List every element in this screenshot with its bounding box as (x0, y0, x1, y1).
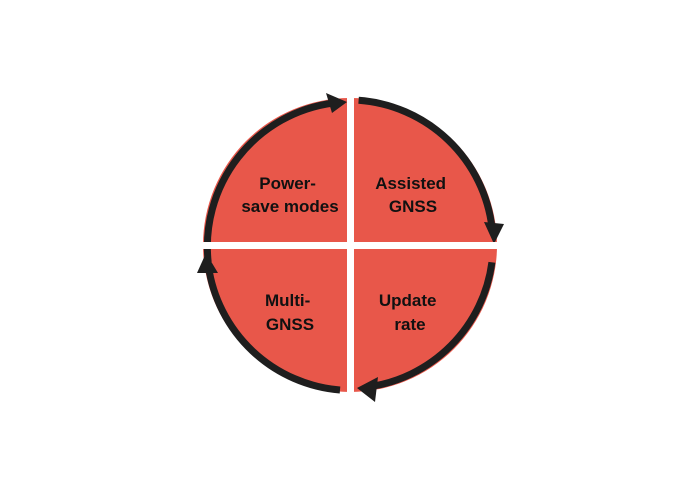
label-multi-gnss-line-1: Multi- (265, 291, 310, 310)
arc-top-left (203, 99, 333, 263)
label-update-rate: Update rate (379, 291, 441, 334)
arc-top-right (358, 96, 496, 229)
arc-bottom-right (367, 261, 496, 391)
quadrant-top-right (350, 98, 497, 245)
label-update-rate-line-2: rate (394, 315, 425, 334)
arrowhead-right (484, 222, 504, 244)
arrowhead-left (197, 253, 218, 273)
divider-horizontal (199, 242, 501, 249)
quadrant-top-left (203, 98, 350, 245)
arrowhead-bottom (357, 377, 378, 402)
quadrant-bottom-left (203, 245, 350, 392)
arrowhead-top (326, 93, 347, 113)
label-update-rate-line-1: Update (379, 291, 437, 310)
label-multi-gnss: Multi- GNSS (265, 291, 315, 334)
quadrant-bottom-right (350, 245, 497, 392)
label-assisted-gnss-line-2: GNSS (389, 197, 437, 216)
label-assisted-gnss: Assisted GNSS (375, 174, 451, 216)
label-power-save-modes-line-2: save modes (241, 197, 338, 216)
label-assisted-gnss-line-1: Assisted (375, 174, 446, 193)
arc-bottom-left (204, 265, 341, 394)
label-multi-gnss-line-2: GNSS (266, 315, 314, 334)
label-power-save-modes: Power- save modes (241, 174, 338, 216)
label-power-save-modes-line-1: Power- (259, 174, 316, 193)
